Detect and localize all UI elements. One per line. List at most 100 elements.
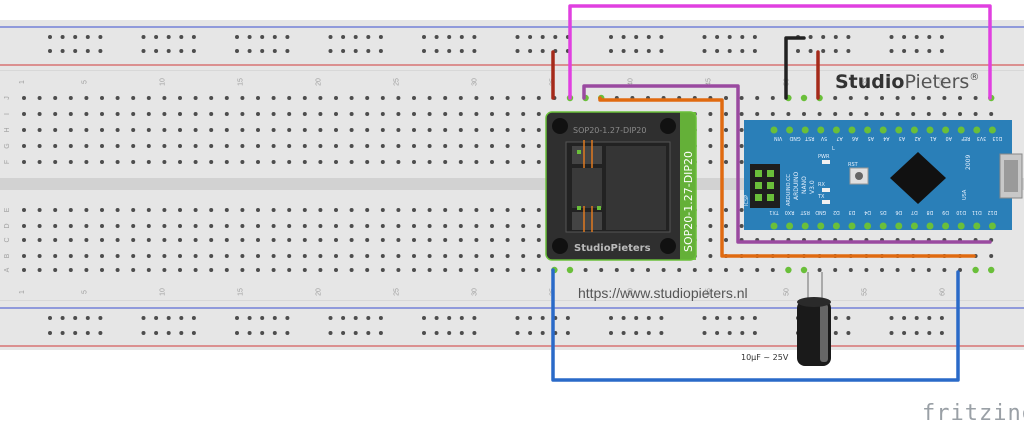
terminal-hole — [256, 254, 260, 258]
icsp-pin — [767, 194, 774, 201]
rail-hole — [727, 331, 732, 335]
terminal-hole — [162, 208, 167, 212]
rail-hole — [366, 35, 371, 39]
terminal-hole — [146, 128, 151, 132]
terminal-hole — [100, 208, 104, 212]
nano-top-pin — [786, 126, 794, 134]
terminal-hole — [708, 254, 713, 258]
terminal-hole — [318, 208, 323, 212]
rail-hole — [927, 331, 932, 335]
terminal-hole — [521, 160, 526, 164]
column-number-top: 5 — [81, 80, 88, 84]
terminal-hole — [786, 112, 791, 116]
column-number-bottom: 1 — [19, 290, 26, 294]
terminal-hole — [193, 208, 198, 212]
terminal-hole — [396, 128, 401, 132]
rail-hole — [621, 35, 626, 39]
adapter-mount-hole — [660, 118, 676, 134]
terminal-hole — [334, 268, 338, 272]
terminal-hole — [100, 268, 104, 272]
terminal-hole — [770, 268, 775, 272]
terminal-hole — [458, 208, 463, 212]
terminal-hole — [256, 112, 260, 116]
terminal-hole — [22, 208, 26, 212]
rail-hole — [659, 331, 664, 335]
terminal-hole — [162, 144, 167, 148]
rail-hole — [646, 49, 651, 53]
nano-bottom-pin — [848, 222, 856, 230]
terminal-hole — [22, 144, 26, 148]
rail-hole — [166, 35, 171, 39]
row-letter: H — [4, 127, 11, 132]
rail-hole — [634, 331, 639, 335]
terminal-hole — [318, 144, 323, 148]
rail-hole — [833, 331, 838, 335]
terminal-hole — [146, 224, 151, 228]
nano-top-pin-label: A3 — [899, 135, 905, 141]
terminal-hole — [536, 160, 541, 164]
terminal-hole — [53, 224, 58, 228]
rail-hole — [459, 49, 464, 53]
terminal-hole — [162, 268, 167, 272]
terminal-hole — [536, 112, 541, 116]
nano-bottom-pin-label: D11 — [972, 209, 982, 215]
rail-hole — [378, 316, 383, 320]
terminal-hole — [724, 208, 728, 212]
terminal-hole — [864, 268, 869, 272]
terminal-hole — [708, 112, 713, 116]
terminal-hole — [412, 160, 416, 164]
terminal-hole — [318, 254, 323, 258]
terminal-hole — [880, 96, 884, 100]
rail-hole — [73, 331, 78, 335]
terminal-hole — [412, 96, 416, 100]
terminal-hole — [178, 96, 182, 100]
rail-hole — [179, 331, 184, 335]
nano-label-rx: RX — [818, 182, 825, 188]
terminal-hole — [193, 112, 198, 116]
terminal-hole — [880, 112, 884, 116]
terminal-hole — [349, 112, 354, 116]
terminal-hole — [536, 128, 541, 132]
terminal-hole — [271, 144, 276, 148]
terminal-hole — [68, 144, 73, 148]
brand-light: Pieters — [904, 71, 969, 93]
adapter-label-side: SOP20-1.27-DIP20 — [682, 151, 695, 252]
rail-hole — [378, 331, 383, 335]
rail-hole — [914, 316, 919, 320]
row-letter: F — [4, 160, 11, 164]
terminal-hole — [614, 268, 619, 272]
terminal-hole — [271, 268, 276, 272]
terminal-hole — [599, 268, 604, 272]
terminal-hole — [724, 160, 728, 164]
terminal-hole — [708, 238, 713, 242]
terminal-hole — [209, 112, 214, 116]
terminal-hole — [334, 144, 338, 148]
terminal-hole — [474, 96, 479, 100]
terminal-hole — [708, 144, 713, 148]
url-label: https://www.studiopieters.nl — [578, 285, 748, 301]
arduino-nano: D13D123V3D11REFD10A0D9A1D8A2D7A3D6A4D5A5… — [744, 120, 1023, 230]
rail-hole — [247, 331, 252, 335]
rail-hole — [528, 49, 533, 53]
nano-top-pin — [910, 126, 918, 134]
rail-hole — [378, 49, 383, 53]
rail-hole — [939, 49, 944, 53]
terminal-hole — [209, 128, 214, 132]
terminal-hole — [380, 208, 385, 212]
nano-bottom-pin — [817, 222, 825, 230]
terminal-hole — [318, 238, 323, 242]
nano-label-version: V3.0 — [809, 180, 816, 194]
terminal-hole — [505, 208, 510, 212]
rail-hole — [902, 316, 907, 320]
terminal-hole — [115, 128, 120, 132]
rail-hole — [378, 35, 383, 39]
terminal-hole — [661, 268, 666, 272]
nano-top-pin-label: REF — [961, 135, 970, 141]
terminal-hole — [53, 238, 58, 242]
icsp-pin — [755, 194, 762, 201]
nano-bottom-pin — [770, 222, 778, 230]
terminal-hole — [427, 268, 432, 272]
terminal-hole — [443, 268, 448, 272]
rail-hole — [191, 316, 196, 320]
terminal-hole — [131, 128, 136, 132]
